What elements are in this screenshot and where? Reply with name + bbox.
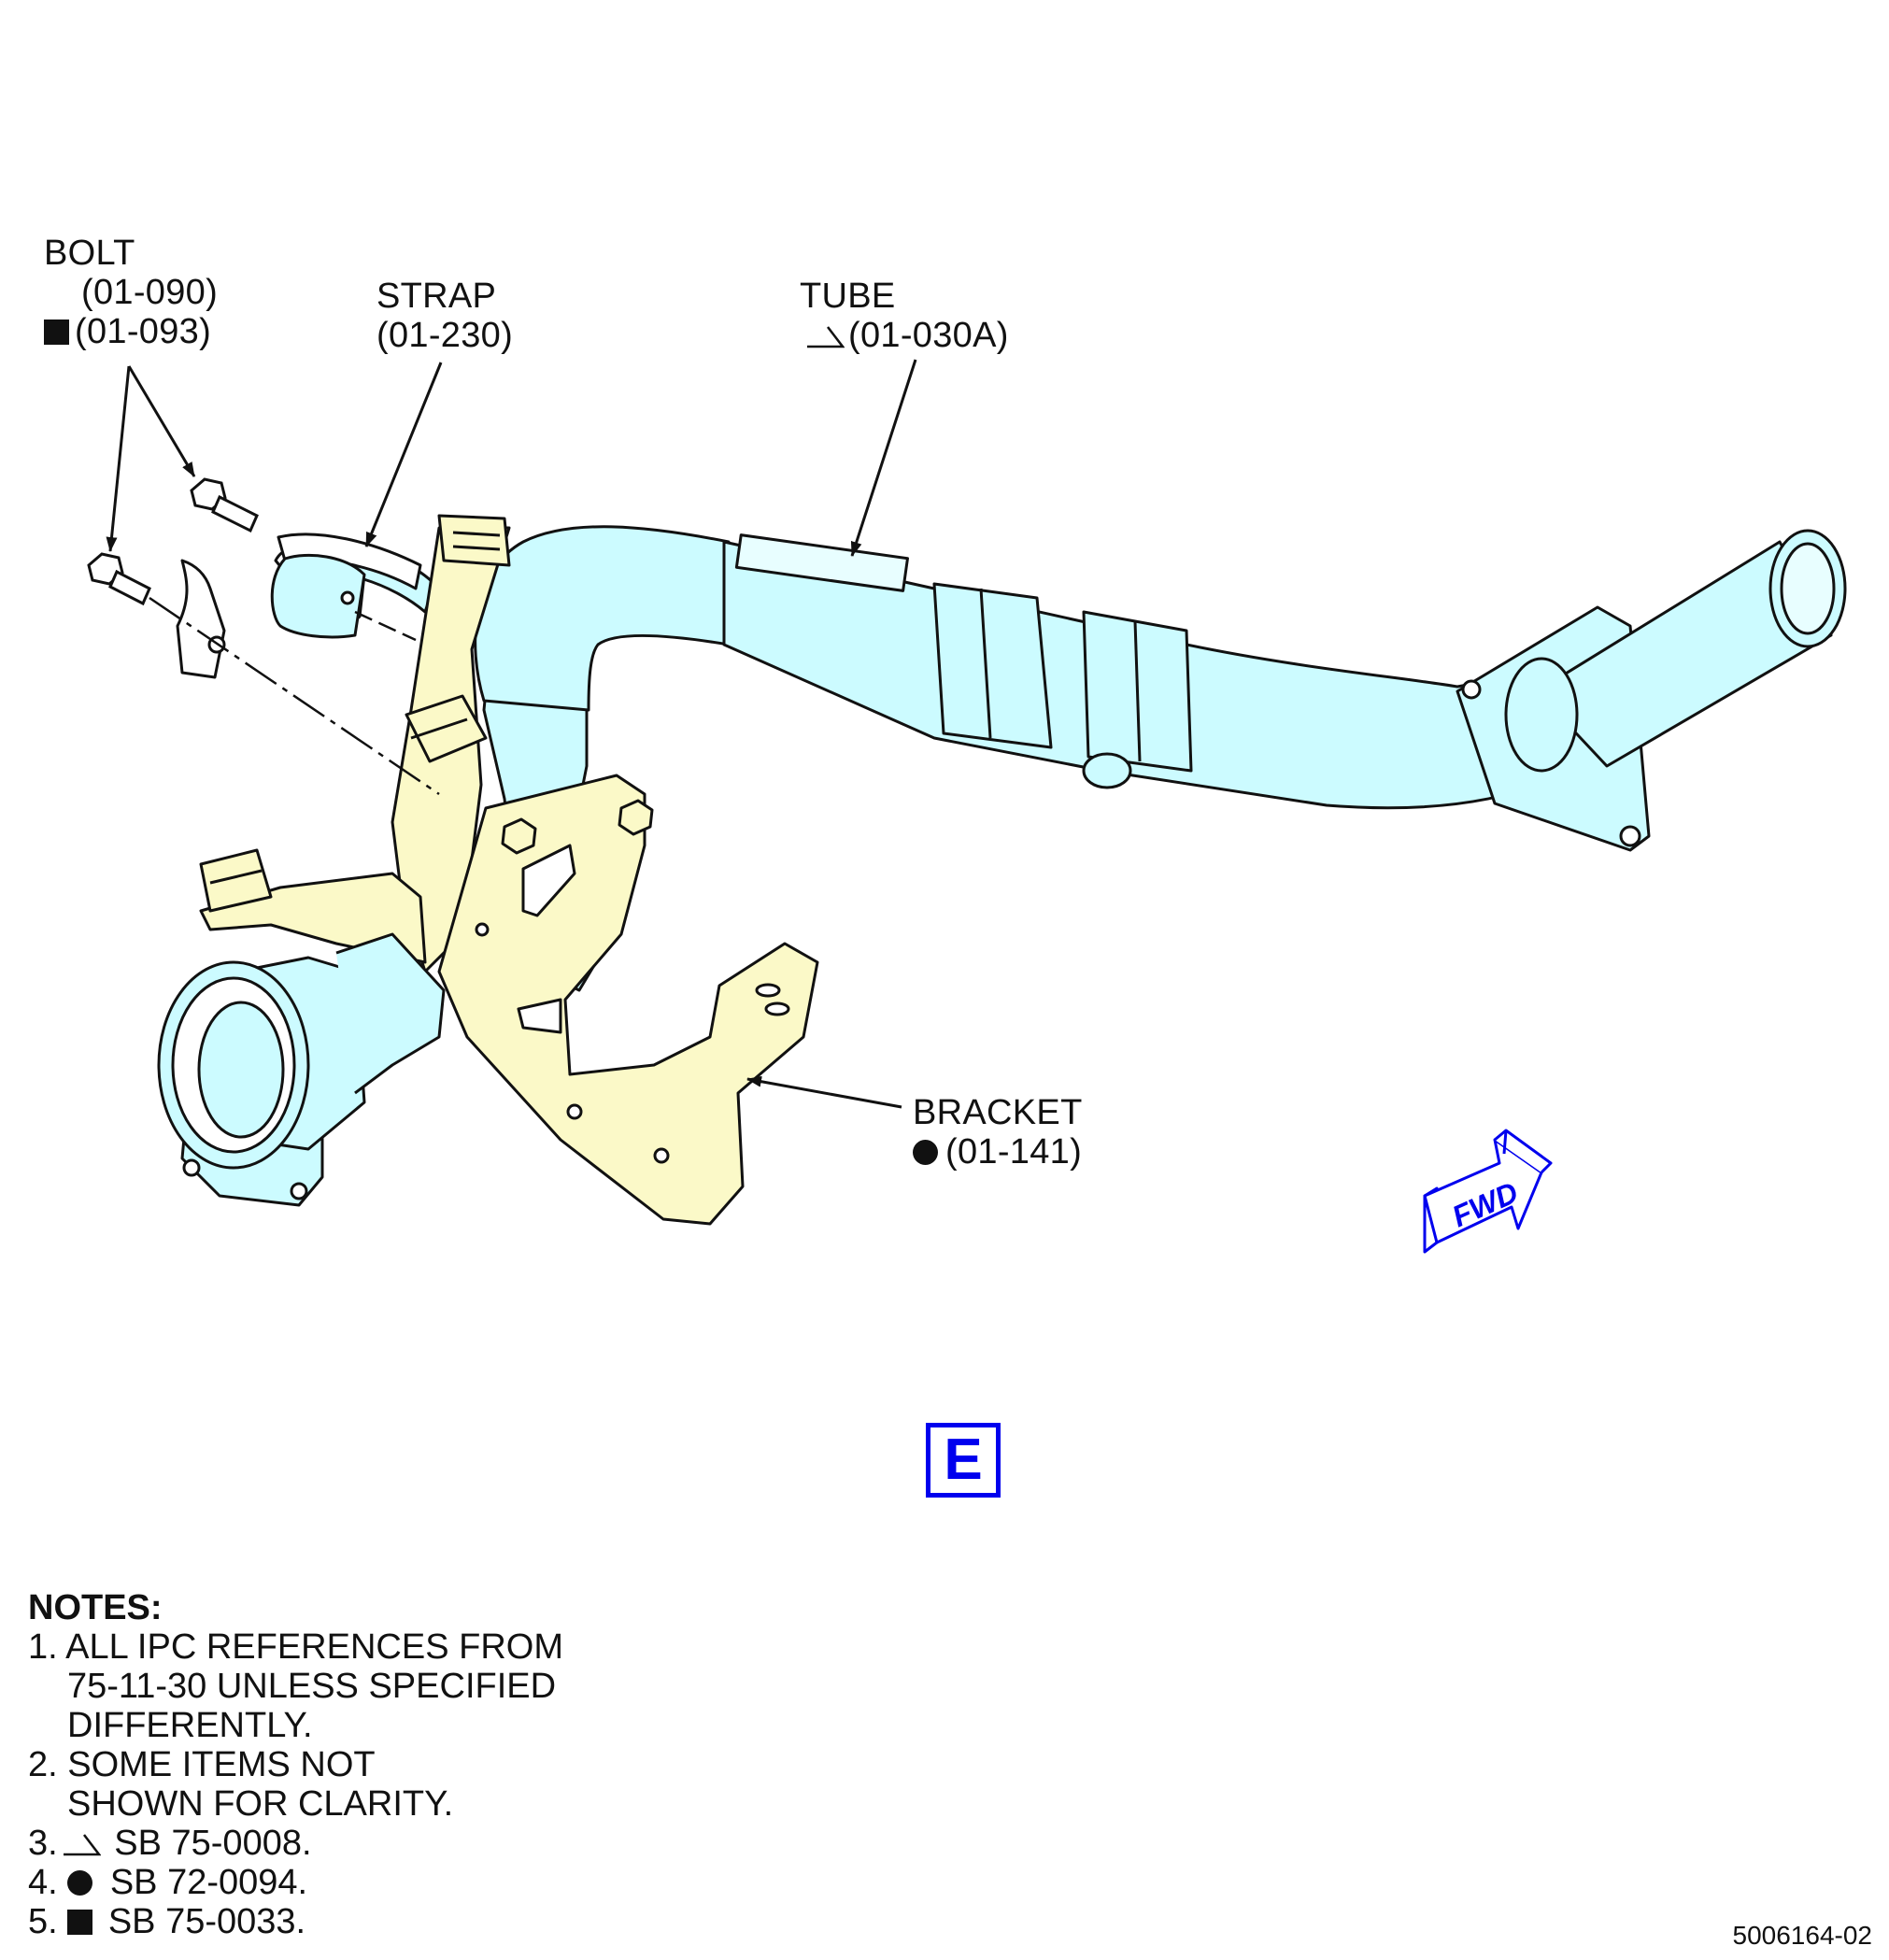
strap-pad bbox=[270, 553, 366, 639]
note-5: 5. SB 75-0033. bbox=[28, 1902, 306, 1941]
dot-symbol-icon bbox=[67, 1870, 93, 1896]
note-2: 2. SOME ITEMS NOT bbox=[28, 1745, 376, 1784]
leader-lines bbox=[106, 359, 917, 1109]
bolt-leader-2 bbox=[106, 365, 131, 552]
bracket-main-plate bbox=[437, 774, 819, 1226]
bracket-leader bbox=[746, 1075, 902, 1109]
bolt-ref-2-row: (01-093) bbox=[44, 312, 211, 351]
bolt-leader-1 bbox=[127, 365, 196, 477]
square-symbol-icon bbox=[44, 320, 69, 345]
note-1-line-2: 75-11-30 UNLESS SPECIFIED bbox=[67, 1667, 557, 1706]
strap-label: STRAP bbox=[376, 277, 497, 316]
bolt-lower bbox=[87, 552, 151, 606]
dot-symbol-icon bbox=[913, 1140, 938, 1165]
bracket-label: BRACKET bbox=[913, 1093, 1083, 1132]
notes-heading: NOTES: bbox=[28, 1588, 163, 1627]
angle-symbol-icon bbox=[63, 1834, 101, 1856]
notes-block: NOTES: 1. ALL IPC REFERENCES FROM 75-11-… bbox=[28, 1588, 563, 1941]
note-1-line-3: DIFFERENTLY. bbox=[67, 1706, 313, 1745]
bracket-ref: (01-141) bbox=[945, 1132, 1083, 1172]
tube-collar-1 bbox=[932, 582, 1053, 749]
fwd-arrow bbox=[1423, 1129, 1553, 1254]
bolts bbox=[87, 477, 259, 606]
document-number: 5006164-02 bbox=[1732, 1921, 1872, 1950]
bolt-ref-1: (01-090) bbox=[81, 273, 219, 312]
tube-label-patch bbox=[734, 533, 909, 592]
tube-assembly bbox=[474, 525, 1847, 992]
left-flange-pipe bbox=[157, 932, 446, 1207]
bolt-ref-2: (01-093) bbox=[75, 312, 212, 351]
fwd-arrow-face bbox=[1423, 1138, 1543, 1244]
strap-ref: (01-230) bbox=[376, 316, 514, 355]
bracket bbox=[199, 514, 819, 1226]
view-label: E bbox=[944, 1427, 983, 1492]
note-4: 4. SB 72-0094. bbox=[28, 1863, 308, 1902]
angle-symbol-icon bbox=[807, 326, 845, 348]
bracket-ref-row: (01-141) bbox=[913, 1132, 1082, 1172]
tube-leader bbox=[850, 359, 917, 557]
tube-ref: (01-030A) bbox=[848, 316, 1009, 355]
tube-label: TUBE bbox=[800, 277, 896, 316]
view-label-box: E bbox=[926, 1423, 1001, 1498]
bolt-upper bbox=[190, 477, 259, 533]
strap-leader bbox=[364, 362, 443, 547]
bolt-label: BOLT bbox=[44, 234, 135, 273]
strap bbox=[176, 533, 436, 679]
bolt-center-line bbox=[149, 596, 440, 796]
tube-ref-row: (01-030A) bbox=[805, 316, 1009, 355]
note-3: 3. SB 75-0008. bbox=[28, 1824, 312, 1863]
note-1: 1. ALL IPC REFERENCES FROM bbox=[28, 1627, 563, 1667]
note-2-line-2: SHOWN FOR CLARITY. bbox=[67, 1784, 454, 1824]
tube-elbow bbox=[474, 525, 731, 712]
square-symbol-icon bbox=[67, 1910, 93, 1935]
